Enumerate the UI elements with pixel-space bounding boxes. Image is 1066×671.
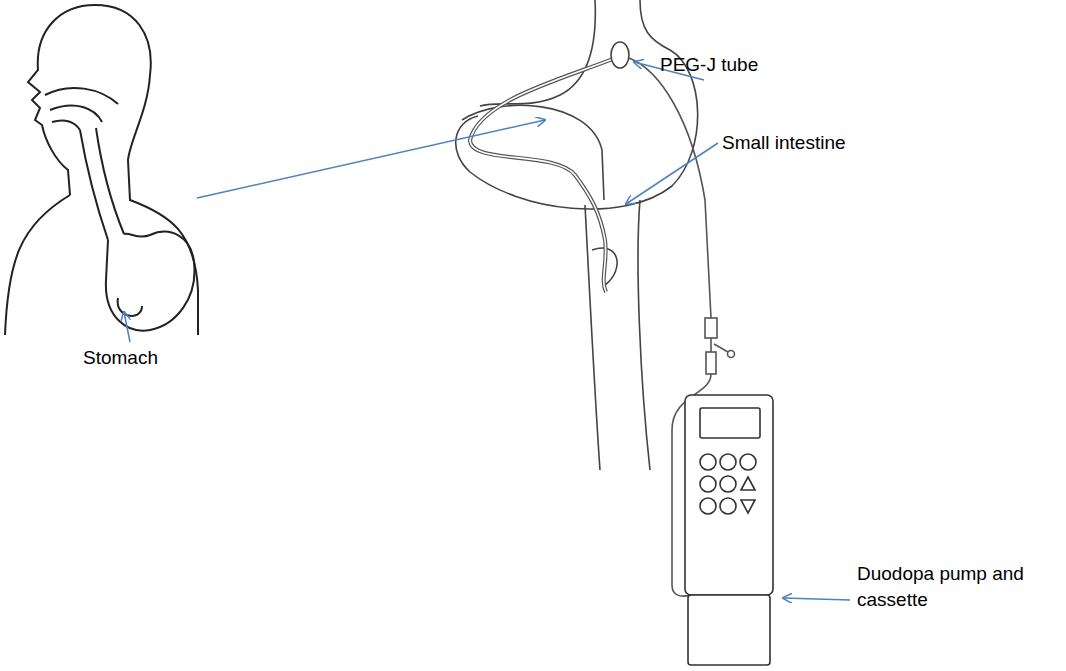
human-figure bbox=[5, 5, 198, 335]
callout-label: Duodopa pump and cassette bbox=[857, 561, 1027, 613]
leader-arrows bbox=[124, 62, 850, 600]
callout-label: Small intestine bbox=[722, 130, 846, 156]
callout-label: Stomach bbox=[83, 345, 158, 371]
stoma bbox=[611, 42, 629, 68]
jejunal-tube-core bbox=[470, 57, 618, 292]
jejunal-tube bbox=[470, 57, 618, 292]
callout-label: PEG-J tube bbox=[660, 52, 758, 78]
pump bbox=[685, 395, 773, 665]
